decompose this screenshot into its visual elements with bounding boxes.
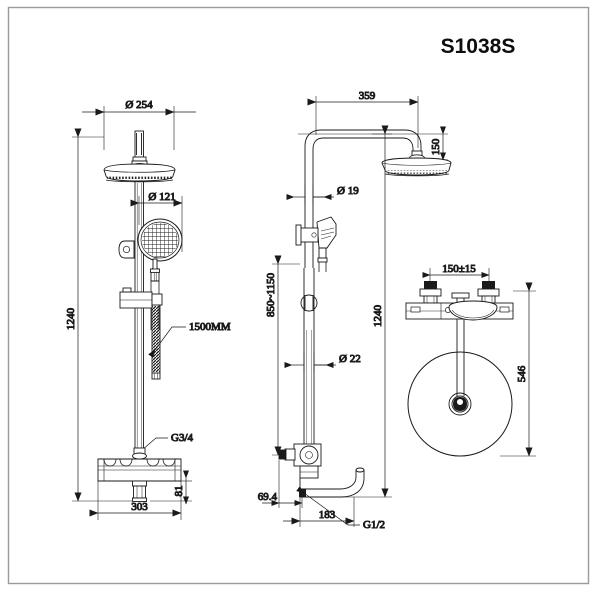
dim-hose-length: 1500MM [189, 321, 231, 333]
top-plan-view: 150±15 [405, 263, 536, 457]
dim-hand-shower-diameter: Ø 121 [148, 191, 175, 203]
dim-rain-head-diameter: Ø 254 [125, 99, 153, 111]
dim-plan-depth: 546 [516, 365, 528, 382]
dim-slide-bar-range: 850~1150 [265, 272, 277, 317]
sheet-border [7, 6, 590, 585]
dim-arm-reach: 359 [359, 90, 376, 102]
dim-side-overall-height: 1240 [372, 305, 384, 328]
side-elevation-view: 359 150 [257, 90, 452, 532]
dim-wall-to-valve: 69.4 [258, 491, 278, 503]
dim-riser-diameter: Ø 19 [337, 185, 359, 197]
dim-outlet-thread: G1/2 [363, 519, 385, 531]
dim-valve-width: 303 [131, 501, 148, 513]
dim-inlet-thread: G3/4 [171, 432, 194, 444]
front-elevation-view: Ø 254 [65, 99, 231, 520]
dim-overall-height: 1240 [65, 308, 77, 331]
dim-riser-lower-diameter: Ø 22 [339, 353, 361, 365]
drawing-title: S1038S [441, 35, 516, 58]
dim-head-drop: 150 [430, 138, 442, 155]
dim-wall-to-spout: 183 [319, 509, 336, 521]
dim-spout-height: 81 [173, 486, 185, 497]
dim-inlet-centers: 150±15 [442, 263, 476, 275]
